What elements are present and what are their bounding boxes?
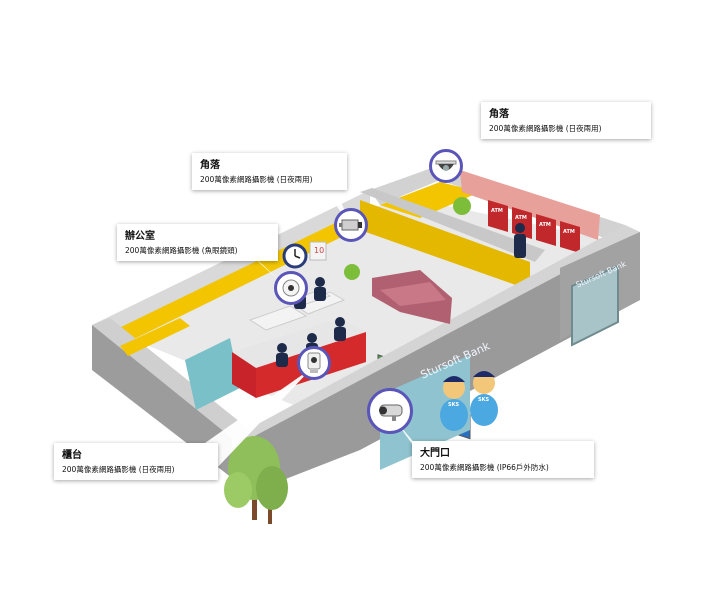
callout-subtitle: 200萬像素網路攝影機 (日夜兩用)	[200, 175, 313, 184]
back-wall-left-yellow	[115, 206, 372, 346]
callout-pointer	[195, 368, 312, 470]
plant	[453, 197, 471, 215]
service-counter	[232, 352, 256, 398]
fisheye-camera-icon	[282, 279, 300, 297]
callout-title: 櫃台	[62, 450, 82, 461]
partition-wall	[360, 188, 545, 262]
callout-title: 大門口	[420, 448, 450, 459]
partition-wall-face	[360, 200, 530, 290]
callout-subtitle: 200萬像素網路攝影機 (IP66戶外防水)	[420, 463, 549, 472]
left-inner-yellow	[120, 318, 190, 356]
plant	[344, 264, 360, 280]
front-wall-left	[92, 325, 232, 478]
callout-entrance: 大門口 200萬像素網路攝影機 (IP66戶外防水)	[412, 441, 594, 478]
atm-label: ATM	[563, 229, 575, 235]
lobby-teal-wall	[185, 338, 240, 410]
box-camera-icon	[339, 219, 362, 231]
callout-subtitle: 200萬像素網路攝影機 (日夜兩用)	[489, 124, 602, 133]
callout-title: 角落	[489, 109, 509, 120]
side-door	[571, 264, 619, 347]
front-wall	[232, 232, 640, 500]
back-wall-left	[92, 190, 370, 338]
callout-subtitle: 200萬像素網路攝影機 (魚眼鏡頭)	[125, 246, 238, 255]
callout-corner-mid: 角落 200萬像素網路攝影機 (日夜兩用)	[192, 153, 347, 190]
wall-clock	[282, 243, 308, 269]
guard-badge: SKS	[478, 397, 490, 403]
callout-corner-right: 角落 200萬像素網路攝影機 (日夜兩用)	[481, 102, 651, 139]
cube-camera-icon	[307, 352, 321, 373]
calendar	[309, 241, 327, 261]
front-wall-top	[232, 225, 640, 448]
callout-title: 角落	[200, 160, 220, 171]
callout-office: 辦公室 200萬像素網路攝影機 (魚眼鏡頭)	[117, 224, 278, 261]
camera-marker-corner-right[interactable]	[429, 149, 463, 183]
atm-customer	[514, 223, 526, 258]
tree	[224, 436, 288, 524]
dome-camera-icon	[435, 160, 457, 171]
camera-marker-entrance[interactable]	[367, 388, 413, 434]
callout-counter: 櫃台 200萬像素網路攝影機 (日夜兩用)	[54, 443, 218, 480]
bullet-camera-icon	[379, 404, 403, 421]
calendar-date: 10	[314, 246, 325, 255]
atm-label: ATM	[515, 215, 527, 221]
lobby-sofa	[372, 270, 452, 324]
service-counter-top	[232, 318, 366, 368]
camera-marker-corner-mid[interactable]	[334, 208, 368, 242]
camera-marker-office[interactable]	[274, 271, 308, 305]
callout-subtitle: 200萬像素網路攝影機 (日夜兩用)	[62, 465, 175, 474]
atm-label: ATM	[491, 208, 503, 214]
callout-title: 辦公室	[125, 231, 155, 242]
security-guards	[440, 371, 498, 431]
atm-label: ATM	[539, 222, 551, 228]
camera-marker-counter[interactable]	[297, 346, 331, 380]
atm-machines	[488, 200, 580, 253]
guard-badge: SKS	[448, 402, 460, 408]
